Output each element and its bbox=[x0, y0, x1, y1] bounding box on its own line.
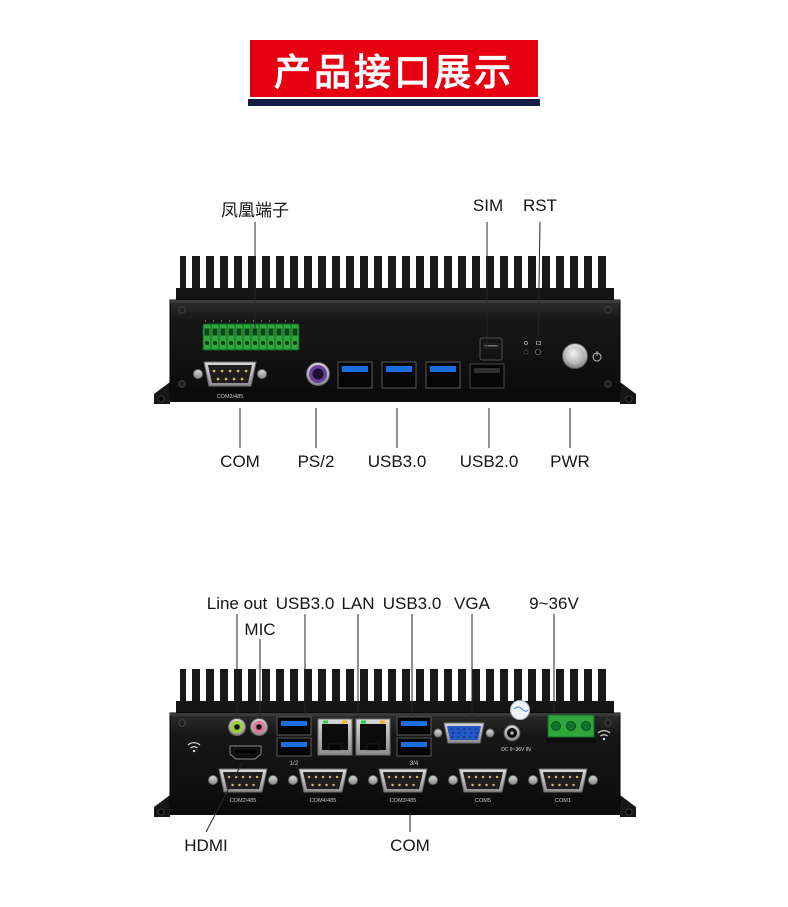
com-marking-2: COM4/485 bbox=[310, 798, 337, 804]
usb-group1-marking: 1/2 bbox=[290, 761, 299, 767]
lan-port-1 bbox=[317, 718, 353, 756]
usb-group2-marking: 3/4 bbox=[410, 761, 419, 767]
sim-slot bbox=[479, 337, 503, 361]
mounting-bracket-right bbox=[620, 382, 636, 404]
com-marking-1: COM2/485 bbox=[230, 798, 257, 804]
power-button bbox=[562, 343, 588, 369]
mounting-bracket-left bbox=[154, 382, 170, 404]
rear-device-photo: 1/2 3/4 bbox=[154, 669, 636, 817]
callout-vga: VGA bbox=[454, 594, 490, 613]
dc-in-marking: DC 9~36V IN bbox=[501, 747, 531, 753]
callout-ps2: PS/2 bbox=[297, 452, 335, 471]
com-port-4 bbox=[448, 768, 518, 793]
phoenix-terminal-port bbox=[202, 320, 302, 351]
dc-jack bbox=[503, 724, 521, 742]
lan-port-2 bbox=[355, 718, 391, 756]
page-title: 产品接口展示 bbox=[250, 40, 538, 97]
line-out-jack bbox=[228, 718, 246, 736]
round-sticker bbox=[510, 700, 530, 720]
com-marking-3: COM3/485 bbox=[390, 798, 417, 804]
callout-sim: SIM bbox=[472, 196, 504, 215]
callout-usb3-group2: USB3.0 bbox=[382, 594, 442, 613]
usb2-port bbox=[469, 363, 505, 389]
callout-hdmi: HDMI bbox=[184, 836, 228, 855]
com-port-5 bbox=[528, 768, 598, 793]
power-terminal-block bbox=[546, 714, 596, 743]
mounting-bracket-right bbox=[620, 795, 636, 817]
vga-port bbox=[433, 722, 495, 744]
com-port-marking: COM2/485 bbox=[217, 394, 244, 400]
heatsink-fins bbox=[176, 669, 614, 713]
mic-jack bbox=[250, 718, 268, 736]
ps2-port bbox=[306, 362, 330, 386]
front-device-photo: COM2/485 bbox=[154, 256, 636, 404]
com-marking-4: COM5 bbox=[475, 798, 491, 804]
callout-com: COM bbox=[220, 452, 260, 471]
wifi-icon-right bbox=[597, 730, 611, 741]
com-port-3 bbox=[368, 768, 438, 793]
com-marking-5: COM1 bbox=[555, 798, 571, 804]
callout-pwr: PWR bbox=[550, 452, 590, 471]
wifi-icon-left bbox=[187, 742, 201, 753]
callout-usb2: USB2.0 bbox=[459, 452, 519, 471]
usb3-stack-1 bbox=[276, 716, 312, 757]
power-icon bbox=[592, 351, 602, 362]
callout-line-out: Line out bbox=[206, 594, 268, 613]
callout-power-input: 9~36V bbox=[529, 594, 579, 613]
callout-mic: MIC bbox=[244, 620, 276, 639]
heatsink-fins bbox=[176, 256, 614, 300]
reset-hole bbox=[534, 348, 542, 356]
callout-lan: LAN bbox=[341, 594, 375, 613]
callout-com-rear: COM bbox=[390, 836, 430, 855]
hdmi-port bbox=[229, 745, 262, 760]
callout-usb3-group1: USB3.0 bbox=[275, 594, 335, 613]
com-port-2 bbox=[288, 768, 358, 793]
mounting-bracket-left bbox=[154, 795, 170, 817]
callout-rst: RST bbox=[523, 196, 557, 215]
callout-usb3-front: USB3.0 bbox=[367, 452, 427, 471]
callout-phoenix-terminal: 凤凰端子 bbox=[221, 201, 289, 220]
usb3-stack-2 bbox=[396, 716, 432, 757]
title-underline bbox=[248, 99, 540, 106]
power-led bbox=[523, 349, 529, 355]
com-port bbox=[193, 361, 267, 387]
usb3-ports bbox=[337, 361, 461, 389]
